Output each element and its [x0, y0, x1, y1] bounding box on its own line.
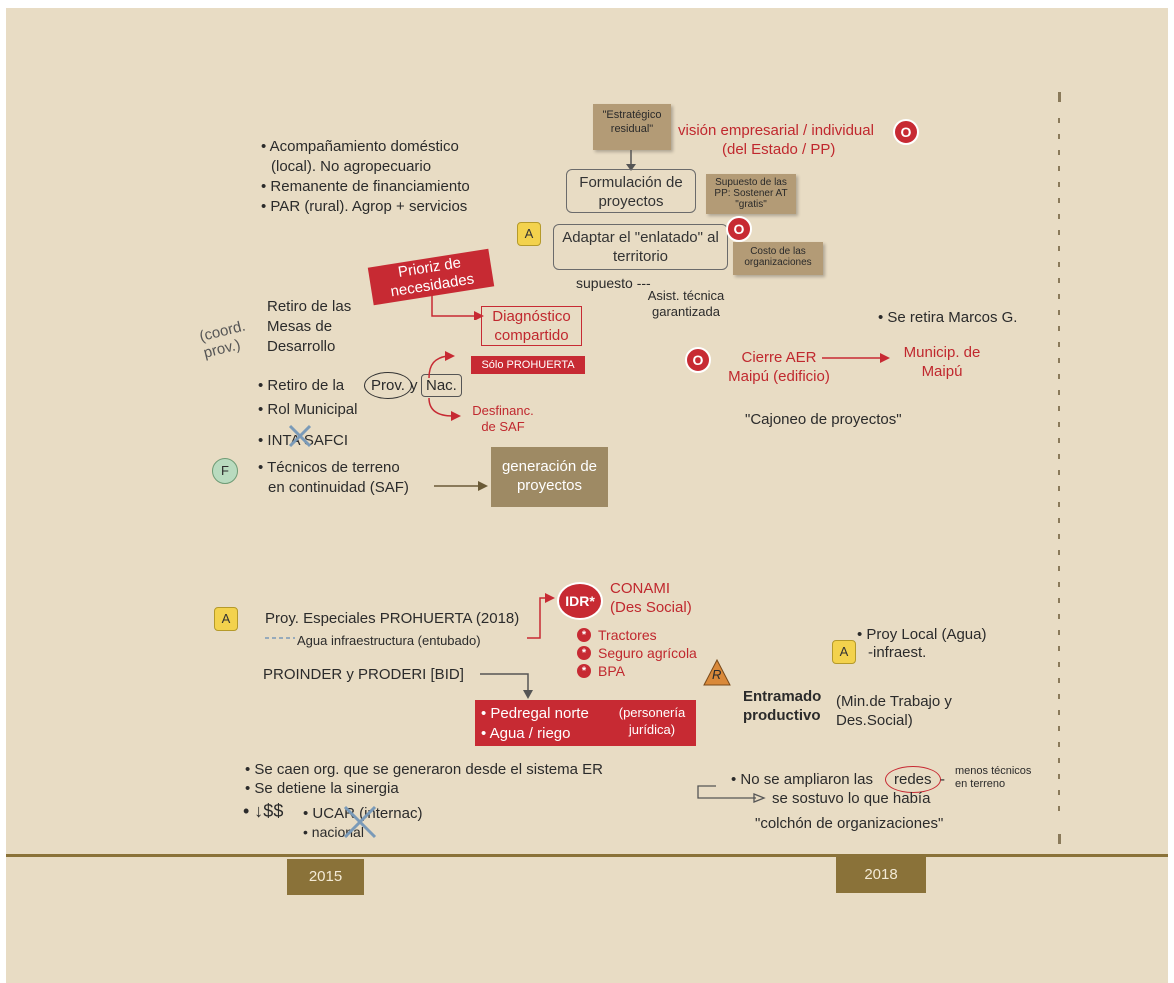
- o-badge-cierre: O: [685, 347, 711, 373]
- personeria-label: (personería jurídica): [618, 705, 686, 737]
- retiro-prov-label: • Retiro de la: [258, 377, 345, 394]
- arrow-prioriz-to-diagnostico: [431, 292, 484, 320]
- se-detiene-line: • Se detiene la sinergia: [245, 780, 399, 797]
- costo-note: Costo de las organizaciones: [733, 242, 823, 275]
- proy-local-line1: • Proy Local (Agua): [857, 626, 987, 643]
- entramado-label: Entramado productivo: [743, 688, 822, 724]
- y-label: y: [410, 377, 418, 394]
- colchon-line: "colchón de organizaciones": [755, 815, 944, 832]
- rol-municipal-line: • Rol Municipal: [258, 401, 358, 418]
- par-line: • PAR (rural). Agrop + servicios: [261, 198, 468, 215]
- dinero-line: • ↓$$: [243, 801, 284, 821]
- formulacion-box: Formulación de proyectos: [566, 169, 696, 213]
- f-badge: F: [212, 458, 238, 484]
- proinder-label: PROINDER y PRODERI [BID]: [263, 666, 464, 683]
- pedregal-box: [475, 700, 696, 746]
- star-icon-bpa: *: [577, 664, 591, 678]
- acomp-line1: • Acompañamiento doméstico: [261, 138, 459, 155]
- r-badge-letter: R: [712, 667, 722, 682]
- generacion-box: generación de proyectos: [491, 447, 608, 507]
- asist-label: Asist. técnica garantizada: [647, 288, 725, 319]
- adaptar-box: Adaptar el "enlatado" al territorio: [553, 224, 728, 270]
- proy-esp-label: Proy. Especiales PROHUERTA (2018): [265, 610, 520, 627]
- timeline-2018-marker-bottom: [1058, 834, 1061, 844]
- a-badge-proy-esp: A: [214, 607, 238, 631]
- arrow-tecnicos-to-generacion: [434, 481, 488, 491]
- cross-mark-inta: [288, 424, 312, 448]
- nac-circled: Nac.: [421, 374, 462, 397]
- pedregal-line: • Pedregal norte: [481, 705, 589, 722]
- vision-line2: (del Estado / PP): [722, 141, 836, 158]
- tecnicos-line1: • Técnicos de terreno: [258, 459, 400, 476]
- arrows-nac-red: [428, 351, 461, 421]
- seguro-label: Seguro agrícola: [598, 645, 697, 661]
- solo-prohuerta-box: Sólo PROHUERTA: [471, 356, 585, 374]
- o-badge-adaptar: O: [726, 216, 752, 242]
- diagnostico-box: Diagnóstico compartido: [481, 306, 582, 346]
- supuesto-label: supuesto ---: [576, 275, 651, 291]
- arrow-cierre-to-municip: [822, 353, 890, 363]
- timeline-2018-marker-top: [1058, 92, 1061, 102]
- agua-riego-line: • Agua / riego: [481, 725, 571, 742]
- municip-label: Municip. de Maipú: [903, 344, 981, 380]
- sostuvo-line: se sostuvo lo que había: [772, 790, 931, 807]
- vision-line1: visión empresarial / individual: [678, 122, 874, 139]
- nacional-line: • nacional: [303, 824, 364, 840]
- star-icon-tractores: *: [577, 628, 591, 642]
- cross-mark-ucar: [343, 805, 377, 839]
- arrow-sostuvo: [697, 785, 766, 803]
- a-badge-proy-local: A: [832, 640, 856, 664]
- retiro-mesas-label: Retiro de las Mesas de Desarrollo: [267, 298, 352, 355]
- arrow-proinder-to-pedregal: [480, 673, 533, 699]
- year-2015-label: 2015: [287, 859, 364, 895]
- se-caen-line: • Se caen org. que se generaron desde el…: [245, 761, 603, 778]
- o-badge-vision: O: [893, 119, 919, 145]
- menos-tecnicos-label: menos técnicos en terreno: [955, 765, 1032, 790]
- a-badge-top: A: [517, 222, 541, 246]
- cierre-label: Cierre AER Maipú (edificio): [728, 349, 830, 385]
- year-2018-label: 2018: [836, 857, 926, 893]
- connector-proy-esp-to-idr: [265, 593, 555, 639]
- prov-circled: Prov.: [364, 372, 412, 399]
- remanente-line: • Remanente de financiamiento: [261, 178, 470, 195]
- redes-circled: redes: [885, 766, 941, 793]
- agua-infra-label: Agua infraestructura (entubado): [297, 633, 481, 648]
- proy-local-line2: -infraest.: [868, 644, 927, 661]
- desfinanc-label: Desfinanc. de SAF: [472, 403, 534, 434]
- timeline-axis: [6, 854, 1168, 857]
- conami-line2: (Des Social): [610, 599, 692, 616]
- cajoneo-label: "Cajoneo de proyectos": [745, 411, 902, 428]
- no-ampliaron-line: • No se ampliaron las: [731, 771, 873, 788]
- min-trabajo-label: (Min.de Trabajo y Des.Social): [836, 693, 952, 729]
- se-retira-line: • Se retira Marcos G.: [878, 309, 1018, 326]
- arrow-estrategico-to-formulacion: [626, 150, 636, 171]
- no-ampliaron-dash: -: [940, 771, 945, 788]
- timeline-2018-dashes: [1058, 118, 1060, 818]
- ucar-line: • UCAR (internac): [303, 805, 423, 822]
- r-badge: [703, 658, 731, 686]
- supuesto-pp-note: Supuesto de las PP: Sostener AT "gratis": [706, 174, 796, 214]
- conami-line1: CONAMI: [610, 580, 670, 597]
- idr-badge: IDR*: [557, 582, 603, 620]
- star-icon-seguro: *: [577, 646, 591, 660]
- acomp-line2: (local). No agropecuario: [271, 158, 432, 175]
- estrategico-note: "Estratégico residual": [593, 104, 671, 150]
- bpa-label: BPA: [598, 663, 625, 679]
- tractores-label: Tractores: [598, 627, 657, 643]
- tecnicos-line2: en continuidad (SAF): [268, 479, 409, 496]
